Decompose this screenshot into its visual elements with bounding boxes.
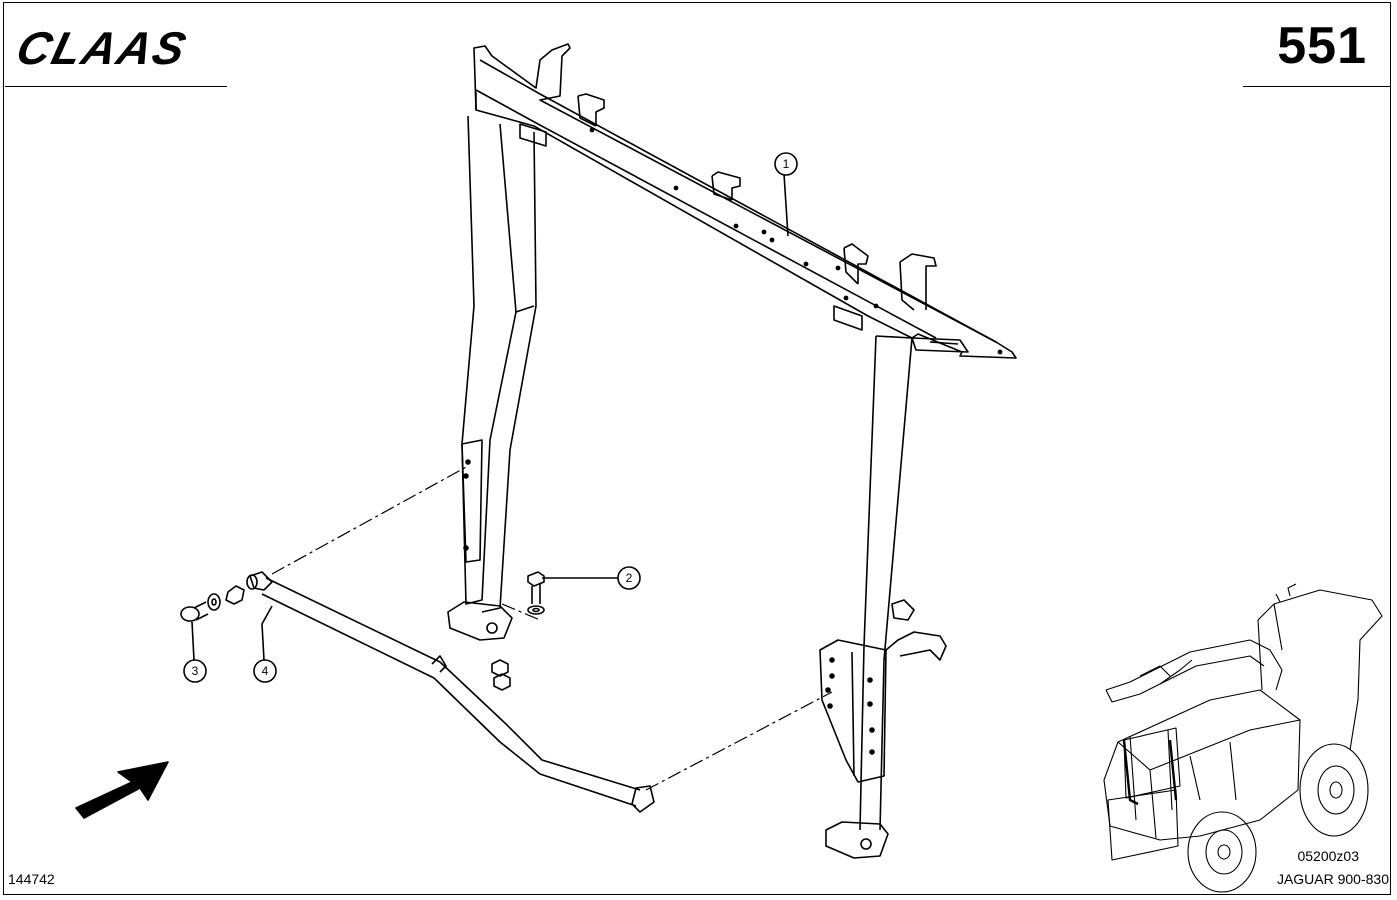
forward-arrow-icon [75,761,169,819]
callout-3-label: 3 [192,664,199,678]
cross-tube [249,571,655,813]
page-number: 551 [1277,17,1367,75]
callout-3: 3 [183,621,207,683]
model-name: JAGUAR 900-830 [1276,871,1389,887]
frame-right-upright [819,335,947,859]
logo-underline [5,86,227,87]
callout-4-label: 4 [262,664,269,678]
callout-2: 2 [542,566,641,590]
callout-2-label: 2 [626,571,633,585]
bolt-2 [491,571,545,691]
frame-left-upright [447,115,537,641]
sheet-frame [3,2,1391,895]
svg-text:CLAAS: CLAAS [14,24,193,70]
drawing-number: 144742 [8,871,55,887]
page-number-underline [1243,86,1391,87]
bolt-3 [180,574,258,622]
figure-code: 05200z03 [1297,848,1359,864]
callout-1-label: 1 [783,157,790,171]
callout-4: 4 [253,605,277,683]
frame-top-beam [473,43,1017,359]
machine-thumbnail [1103,583,1383,893]
claas-logo: CLAAS [14,24,193,70]
assembly-lines [271,465,833,791]
callout-1: 1 [774,152,798,237]
